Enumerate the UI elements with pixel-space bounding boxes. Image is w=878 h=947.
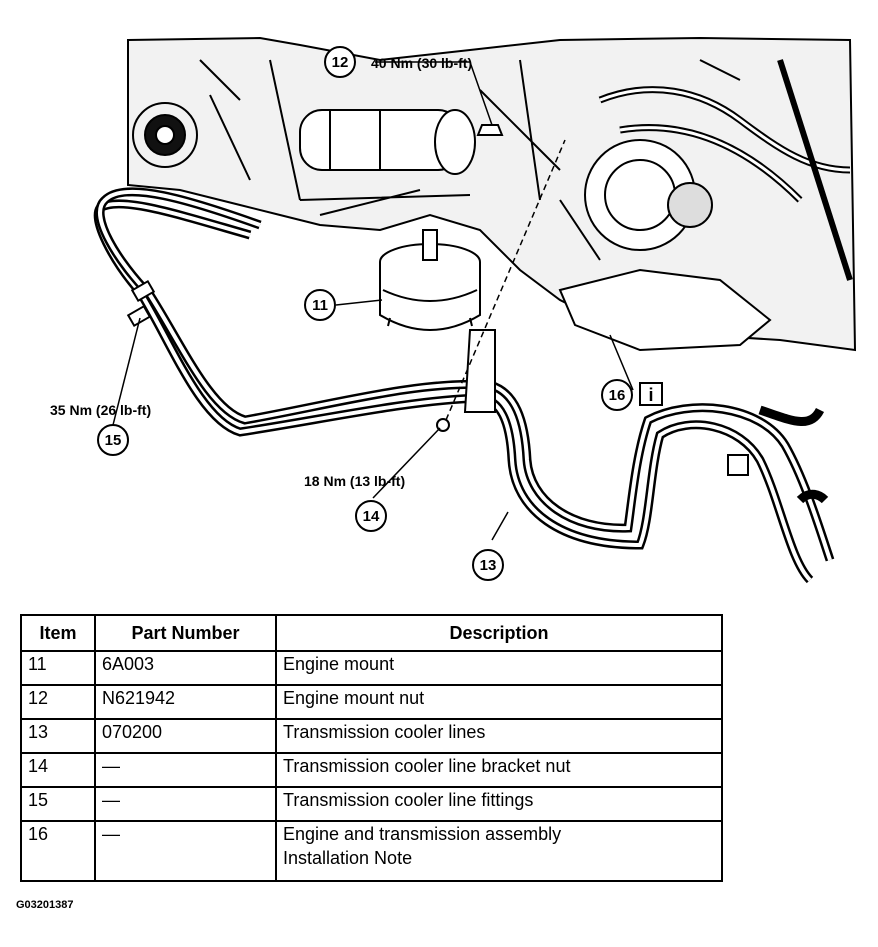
engine-mount-diagram: 11 12 40 Nm (30 lb-ft) 13 18 Nm (13 lb-f… xyxy=(50,36,857,584)
description-cell: Transmission cooler line bracket nut xyxy=(275,752,723,788)
leader-lines xyxy=(112,61,634,541)
header-description: Description xyxy=(275,614,723,652)
callout-13: 13 xyxy=(472,549,504,581)
svg-text:16: 16 xyxy=(609,387,626,404)
table-header-row: Item Part Number Description xyxy=(20,614,723,652)
torque-label-14: 18 Nm (13 lb-ft) xyxy=(304,473,405,489)
transmission-cooler-lines xyxy=(93,187,835,584)
table-row: 12 N621942 Engine mount nut xyxy=(20,684,723,720)
table-row: 14 — Transmission cooler line bracket nu… xyxy=(20,752,723,788)
svg-text:11: 11 xyxy=(312,297,328,314)
callout-11: 11 xyxy=(304,289,336,321)
callout-15: 35 Nm (26 lb-ft) 15 xyxy=(50,402,151,456)
header-item: Item xyxy=(20,614,96,652)
item-cell: 13 xyxy=(20,718,96,754)
table-row: 13 070200 Transmission cooler lines xyxy=(20,718,723,754)
part-number-cell: N621942 xyxy=(94,684,277,720)
part-number-cell: 6A003 xyxy=(94,650,277,686)
svg-text:15: 15 xyxy=(105,432,122,449)
svg-text:12: 12 xyxy=(332,54,349,71)
header-part-number: Part Number xyxy=(94,614,277,652)
engine-illustration xyxy=(127,36,857,352)
item-cell: 11 xyxy=(20,650,96,686)
torque-label-15: 35 Nm (26 lb-ft) xyxy=(50,402,151,418)
torque-label-12: 40 Nm (30 lb-ft) xyxy=(371,55,472,71)
description-cell: Transmission cooler line fittings xyxy=(275,786,723,822)
part-number-cell: 070200 xyxy=(94,718,277,754)
callout-12: 12 40 Nm (30 lb-ft) xyxy=(324,46,472,78)
table-row: 15 — Transmission cooler line fittings xyxy=(20,786,723,822)
info-icon: i xyxy=(639,382,663,406)
parts-table: Item Part Number Description 11 6A003 En… xyxy=(20,614,723,882)
item-cell: 12 xyxy=(20,684,96,720)
figure-id: G03201387 xyxy=(16,899,74,911)
svg-text:i: i xyxy=(648,385,653,405)
callout-16: 16 i xyxy=(601,379,663,411)
item-cell: 15 xyxy=(20,786,96,822)
table-row: 11 6A003 Engine mount xyxy=(20,650,723,686)
svg-text:13: 13 xyxy=(480,557,497,574)
description-cell: Transmission cooler lines xyxy=(275,718,723,754)
callout-14: 18 Nm (13 lb-ft) 14 xyxy=(304,473,405,532)
description-cell: Engine mount xyxy=(275,650,723,686)
item-cell: 14 xyxy=(20,752,96,788)
item-cell: 16 xyxy=(20,820,96,882)
part-number-cell: — xyxy=(94,820,277,882)
part-number-cell: — xyxy=(94,752,277,788)
part-number-cell: — xyxy=(94,786,277,822)
installation-note-link[interactable]: Installation Note xyxy=(283,848,413,868)
description-cell: Engine mount nut xyxy=(275,684,723,720)
description-line-1: Engine and transmission assembly xyxy=(283,824,562,844)
svg-text:14: 14 xyxy=(363,508,380,525)
